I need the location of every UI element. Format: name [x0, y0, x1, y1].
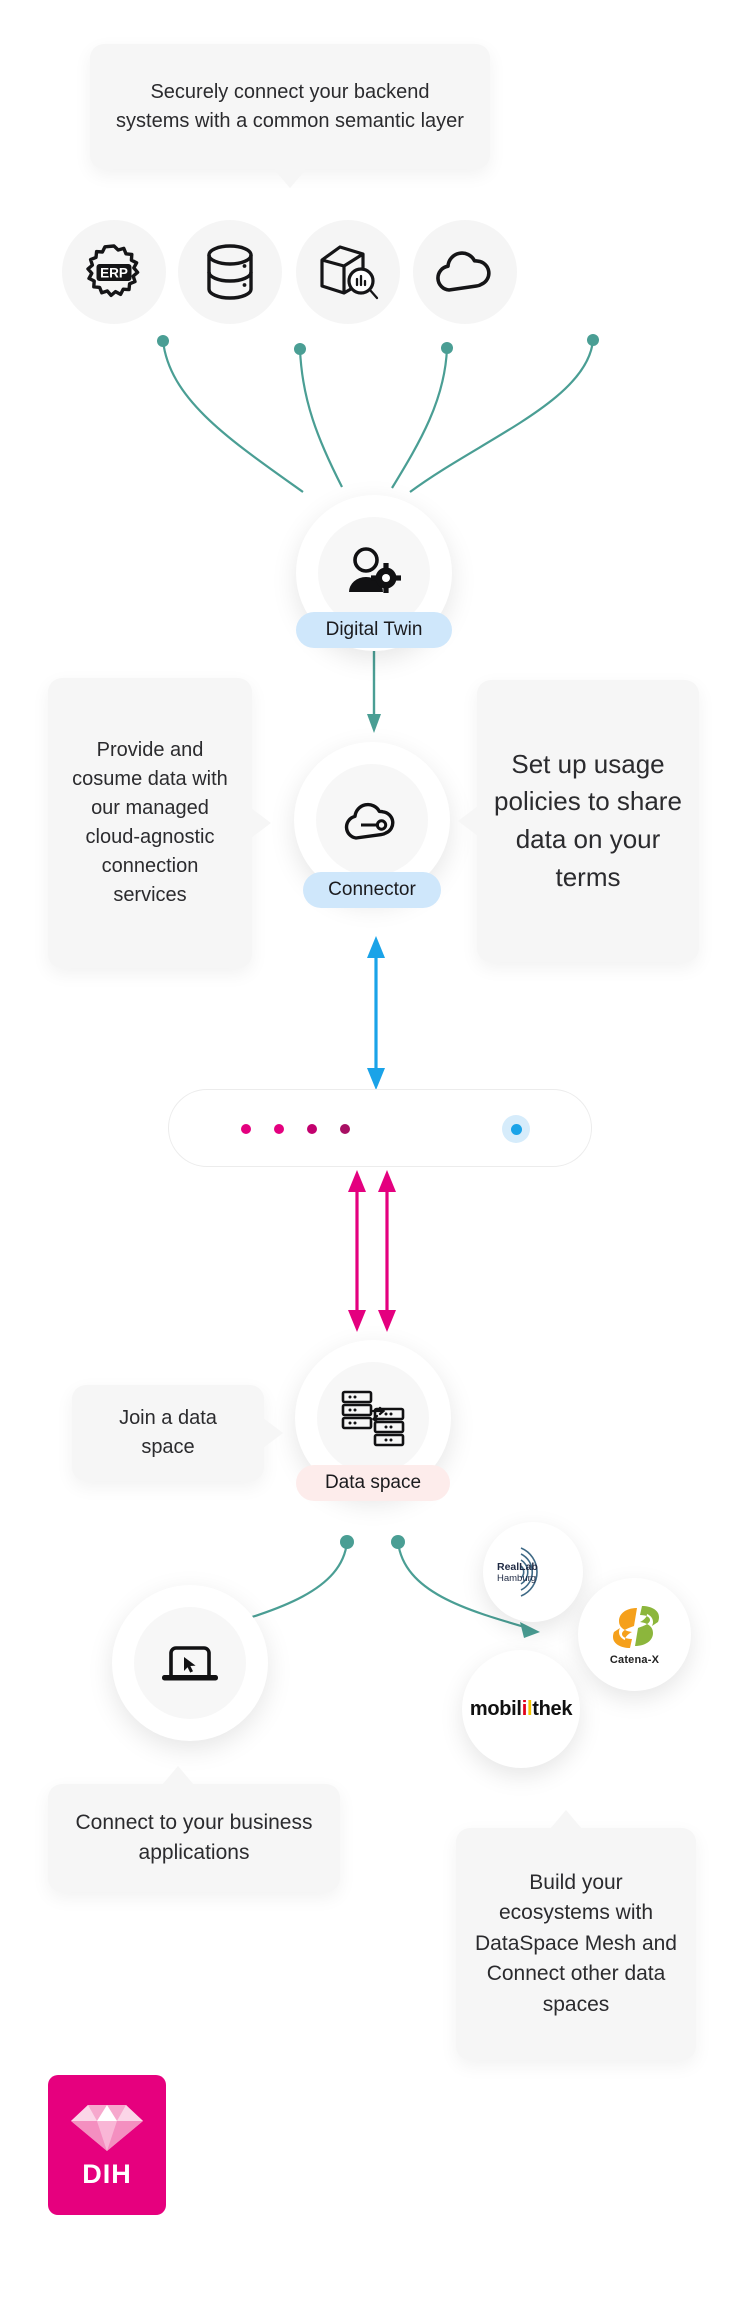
database-icon	[207, 244, 253, 300]
badge-digital-twin: Digital Twin	[296, 612, 452, 648]
callout-left-connector-text: Provide and cosume data with our managed…	[72, 739, 228, 906]
svg-text:RealLab: RealLab	[497, 1561, 538, 1573]
node-digital-twin-inner	[318, 517, 430, 629]
server-exchange-icon	[341, 1390, 405, 1447]
bar-dot-blue-halo	[502, 1115, 530, 1143]
user-gear-icon	[349, 547, 401, 593]
erp-icon: ERP	[86, 244, 140, 298]
catena-x-logo	[612, 1605, 659, 1648]
callout-ecosystems-text: Build your ecosystems with DataSpace Mes…	[475, 1870, 677, 2016]
badge-data-space-label: Data space	[324, 1472, 422, 1493]
reallab-hamburg-logo: RealLab Hamburg	[497, 1547, 538, 1597]
callout-tail	[550, 1810, 582, 1829]
diamond-icon	[71, 2104, 143, 2151]
bar-dot-pink	[340, 1124, 350, 1134]
callout-tail	[458, 806, 478, 836]
badge-digital-twin-label: Digital Twin	[325, 619, 423, 640]
bar-dot-pink	[241, 1124, 251, 1134]
bar-dot-pink	[307, 1124, 317, 1134]
badge-connector: Connector	[303, 872, 441, 908]
mobilithek-wordmark: mobililthek	[469, 1697, 573, 1720]
catena-x-caption: Catena-X	[609, 1653, 660, 1666]
source-bubble-cloud[interactable]	[413, 220, 517, 324]
callout-top: Securely connect your backend systems wi…	[90, 44, 490, 188]
callout-tail	[251, 808, 271, 838]
product-search-icon	[320, 245, 379, 300]
dih-label: DIH	[82, 2158, 132, 2189]
svg-text:Hamburg: Hamburg	[497, 1573, 536, 1584]
callout-right-connector: Set up usage policies to share data on y…	[458, 680, 699, 962]
callout-left-connector: Provide and cosume data with our managed…	[48, 678, 271, 968]
source-bubble-product-search[interactable]	[296, 220, 400, 324]
dataspace-bar[interactable]	[168, 1089, 592, 1167]
callout-top-text: Securely connect your backend systems wi…	[116, 80, 464, 132]
badge-data-space: Data space	[296, 1465, 450, 1501]
node-connector-inner	[316, 764, 428, 876]
source-bubble-erp[interactable]: ERP	[62, 220, 166, 324]
svg-text:ERP: ERP	[100, 265, 128, 280]
callout-tail	[162, 1766, 194, 1785]
node-data-space-inner	[317, 1362, 429, 1474]
callout-ecosystems: Build your ecosystems with DataSpace Mes…	[456, 1810, 696, 2060]
callout-business-apps: Connect to your business applications	[48, 1766, 340, 1892]
bar-dot-blue	[510, 1123, 522, 1135]
node-business-app[interactable]	[112, 1585, 268, 1741]
badge-connector-label: Connector	[328, 879, 416, 900]
source-bubble-database[interactable]	[178, 220, 282, 324]
node-business-app-inner	[134, 1607, 246, 1719]
laptop-cursor-icon	[162, 1646, 218, 1681]
dih-logo[interactable]: DIH	[48, 2075, 166, 2215]
callout-right-connector-text: Set up usage policies to share data on y…	[494, 748, 682, 892]
callout-join-dataspace: Join a data space	[72, 1385, 283, 1481]
logo-bubble-mobilithek[interactable]: mobililthek	[462, 1650, 580, 1768]
callout-tail	[273, 168, 307, 188]
callout-join-dataspace-text: Join a data space	[119, 1407, 217, 1458]
logo-bubble-reallab[interactable]: RealLab Hamburg	[483, 1522, 583, 1622]
callout-business-apps-text: Connect to your business applications	[75, 1810, 313, 1864]
cloud-icon	[436, 251, 491, 292]
bar-dot-pink	[274, 1124, 284, 1134]
cloud-connector-icon	[344, 802, 395, 840]
callout-tail	[263, 1418, 283, 1448]
logo-bubble-catena-x[interactable]: Catena-X	[578, 1578, 691, 1691]
